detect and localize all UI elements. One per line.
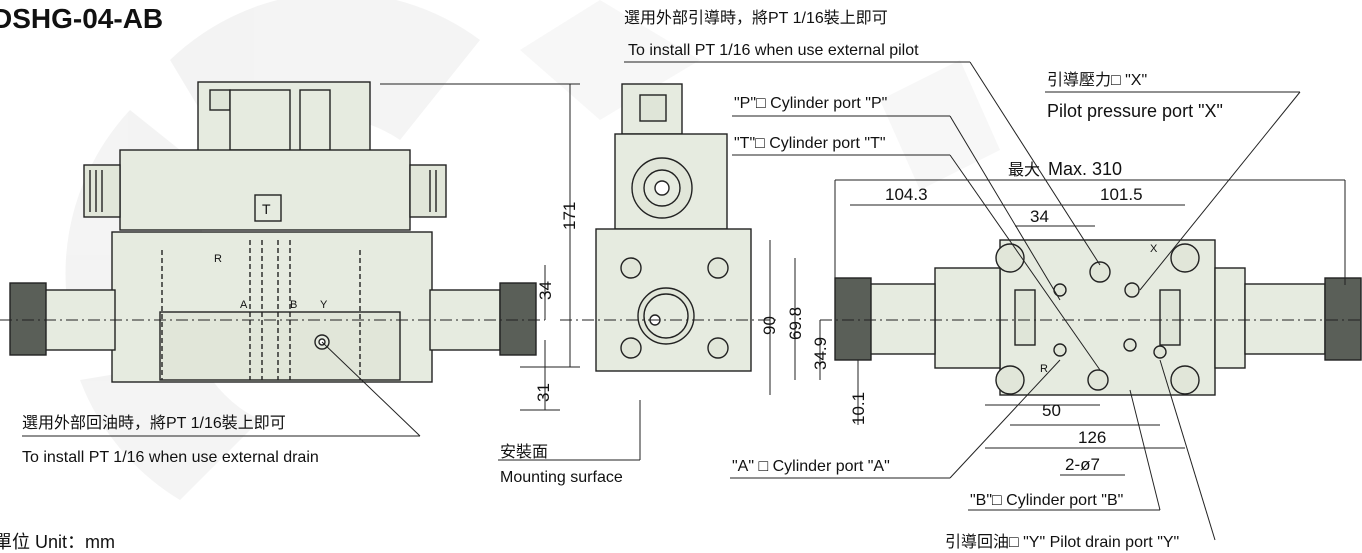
- note-ext-pilot-en: To install PT 1/16 when use external pil…: [628, 42, 919, 59]
- note-max-zh: 最大: [1008, 161, 1040, 179]
- note-pilot-x-en: Pilot pressure port "X": [1047, 101, 1223, 121]
- top-view: [820, 239, 1362, 396]
- dim-126: 126: [1078, 428, 1106, 447]
- dim-34-top: 34: [1030, 207, 1049, 226]
- note-max-en: Max. 310: [1048, 159, 1122, 179]
- mark-port-x: X: [1150, 243, 1158, 255]
- note-ext-drain-zh: 選用外部回油時，將PT 1/16裝上即可: [22, 414, 286, 432]
- dim-90: 90: [760, 316, 779, 335]
- dim-69-8: 69.8: [786, 307, 805, 340]
- dim-50: 50: [1042, 401, 1061, 420]
- dim-34-front: 34: [536, 281, 555, 300]
- note-mount-en: Mounting surface: [500, 469, 623, 486]
- front-view: [0, 81, 545, 383]
- note-ext-drain-en: To install PT 1/16 when use external dra…: [22, 449, 319, 466]
- note-port-a: "A" □ Cylinder port "A": [732, 458, 890, 475]
- dim-34-9: 34.9: [811, 337, 830, 370]
- mark-port-ra: R: [1040, 363, 1048, 375]
- note-port-b: "B"□ Cylinder port "B": [970, 492, 1123, 509]
- dim-101-5: 101.5: [1100, 185, 1143, 204]
- mark-port-b: B: [290, 299, 297, 311]
- mark-port-r: R: [214, 253, 222, 265]
- dim-10-1: 10.1: [849, 392, 868, 425]
- mark-solenoid-t: T: [262, 201, 271, 217]
- mark-port-y: Y: [320, 299, 328, 311]
- drawing-title: DSHG-04-AB: [0, 3, 163, 34]
- side-view: [560, 83, 780, 372]
- unit-label: 單位 Unit：mm: [0, 532, 115, 552]
- dim-171: 171: [560, 202, 579, 230]
- note-drain-y: 引導回油□ "Y" Pilot drain port "Y": [945, 532, 1179, 551]
- dimension-lines: [22, 61, 1346, 541]
- note-port-t: "T"□ Cylinder port "T": [734, 135, 886, 152]
- note-port-p: "P"□ Cylinder port "P": [734, 95, 887, 112]
- dim-31: 31: [534, 383, 553, 402]
- mark-port-a: A: [240, 299, 248, 311]
- dim-2-o7: 2-ø7: [1065, 455, 1100, 474]
- note-ext-pilot-zh: 選用外部引導時，將PT 1/16裝上即可: [624, 8, 888, 27]
- note-mount-zh: 安裝面: [500, 443, 548, 461]
- dim-104-3: 104.3: [885, 185, 928, 204]
- note-pilot-x-zh: 引導壓力□ "X": [1047, 70, 1147, 89]
